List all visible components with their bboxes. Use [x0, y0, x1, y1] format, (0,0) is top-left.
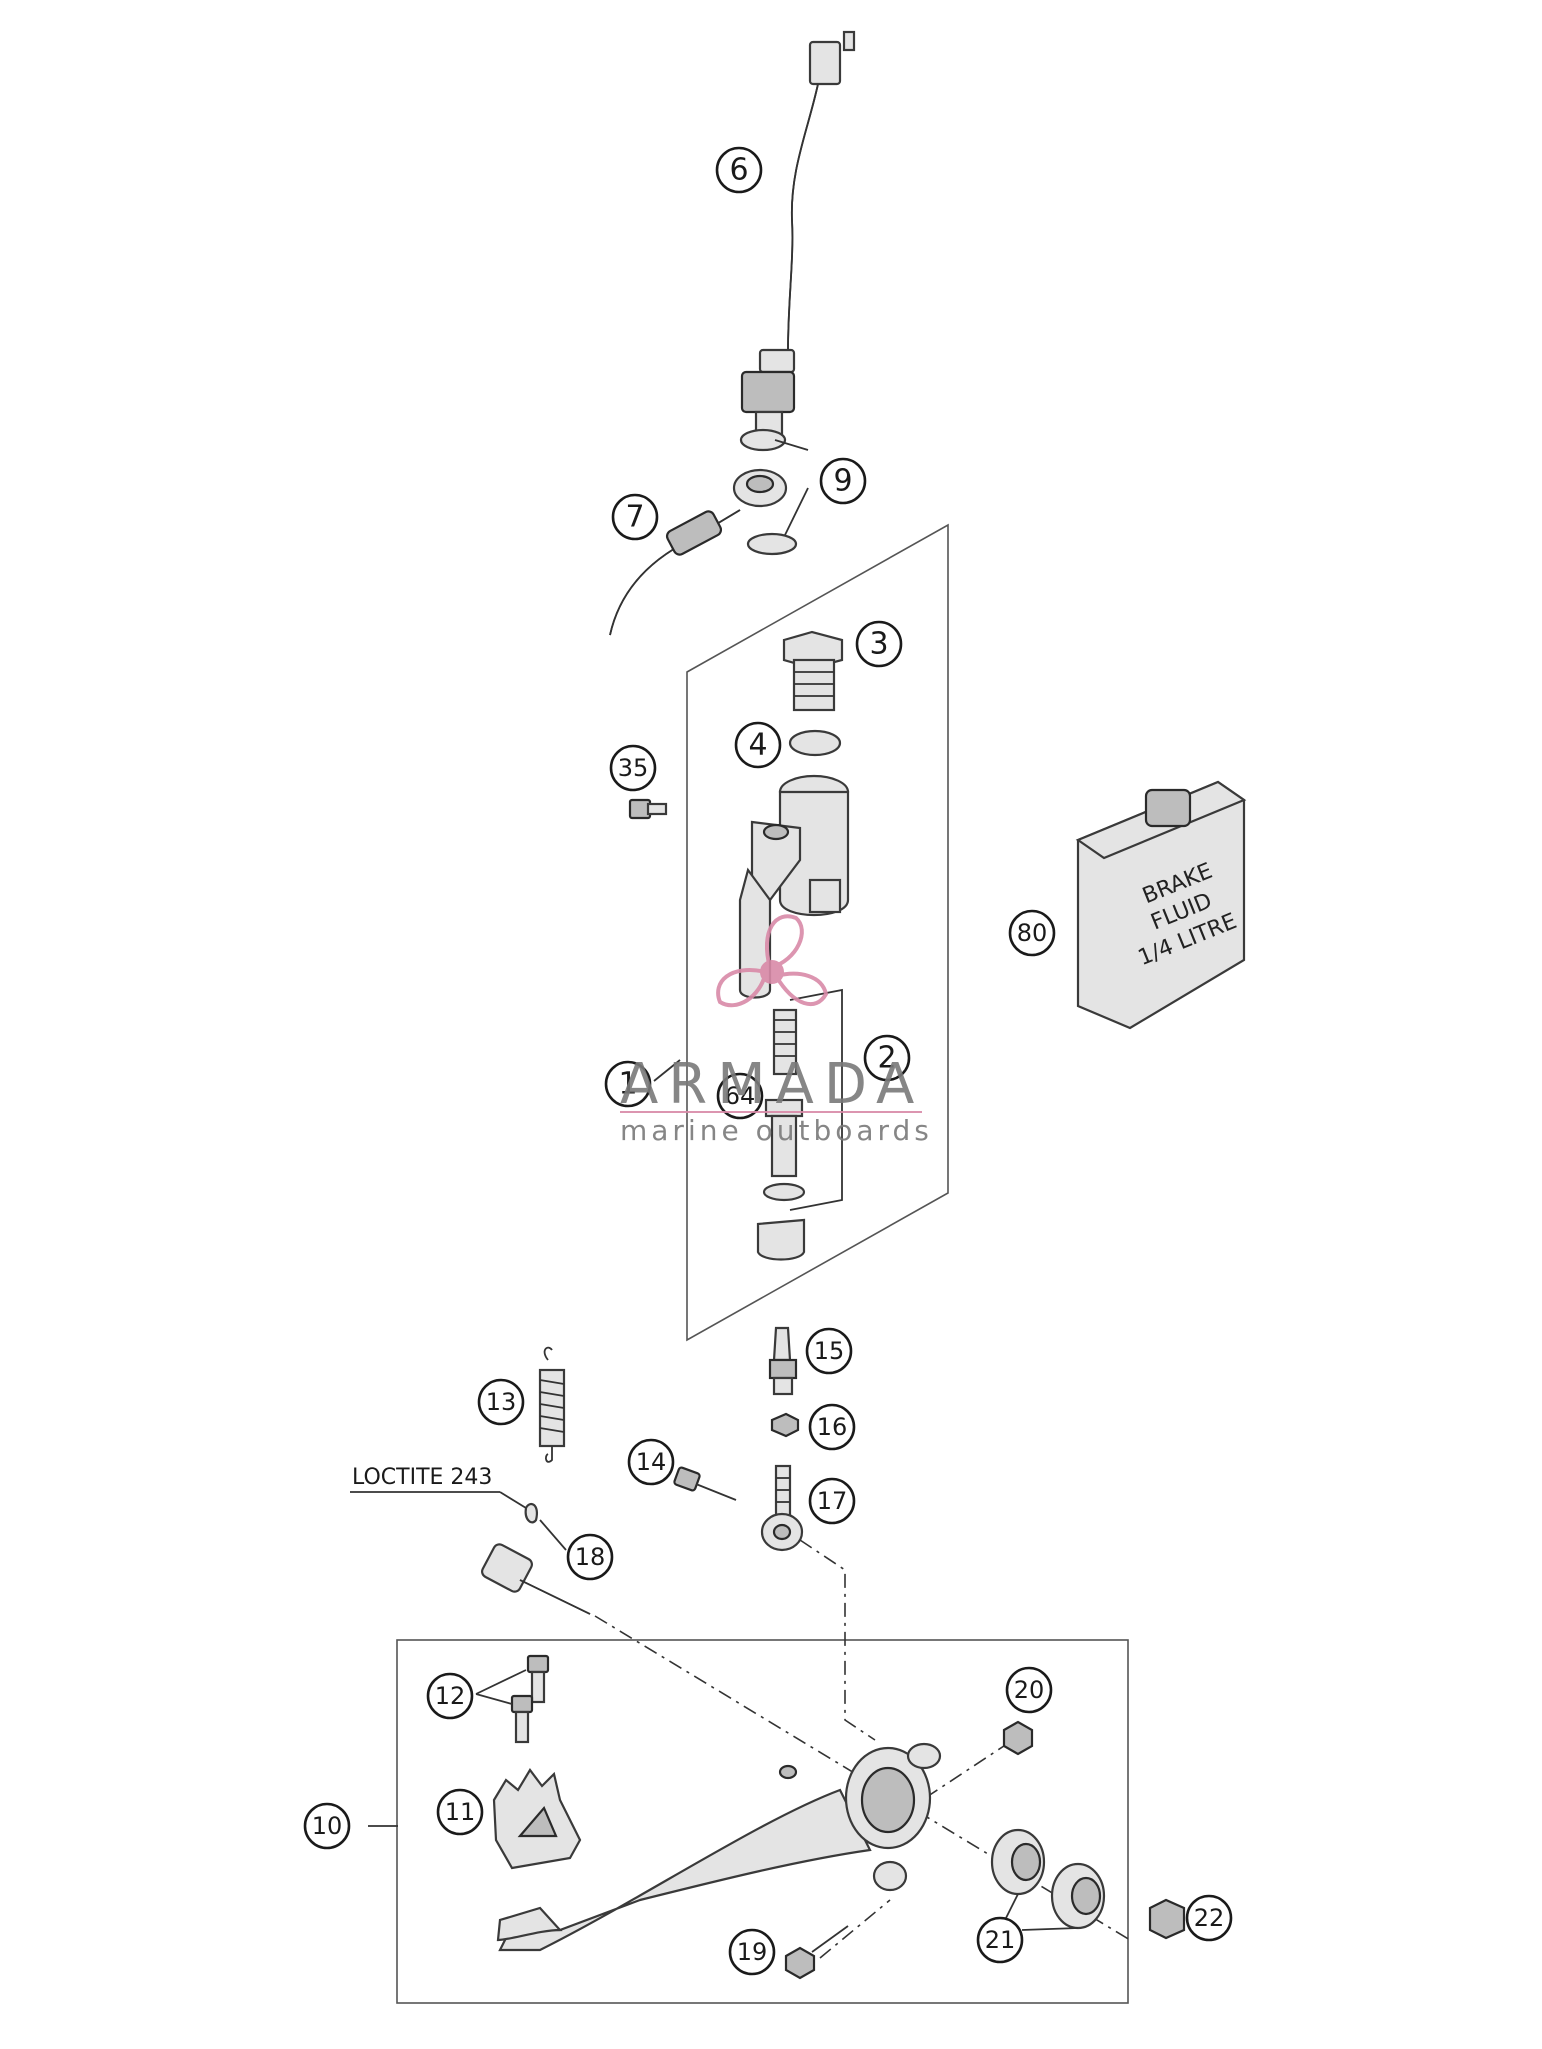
svg-text:9: 9 [833, 464, 852, 499]
svg-text:19: 19 [737, 1938, 768, 1966]
flange-nut [1002, 1720, 1034, 1756]
loctite-annotation: LOCTITE 243 [352, 1465, 492, 1490]
callout-16: 16 [808, 1403, 856, 1451]
watermark-title: ARMADA [620, 1052, 924, 1117]
callout-14: 14 [627, 1438, 675, 1486]
callout-20: 20 [1005, 1666, 1053, 1714]
foot-step [492, 1768, 582, 1870]
callout-18: 18 [566, 1533, 614, 1581]
pivot-nut [1148, 1898, 1186, 1940]
watermark-subtitle: marine outboards [620, 1114, 933, 1147]
callout-35: 35 [609, 744, 657, 792]
callout-10: 10 [303, 1802, 351, 1850]
svg-text:15: 15 [814, 1337, 845, 1365]
callout-11: 11 [436, 1788, 484, 1836]
callout-7: 7 [611, 493, 659, 541]
step-screw-lower [510, 1694, 534, 1744]
callout-3: 3 [855, 620, 903, 668]
pedal-stop-screw [784, 1925, 849, 1980]
brake-hose [609, 468, 788, 636]
push-rod [768, 1326, 798, 1396]
master-cylinder-frame [686, 523, 949, 1342]
bleeder-screw [628, 798, 668, 820]
svg-text:1: 1 [618, 1067, 637, 1102]
bearing-left [990, 1828, 1046, 1896]
callout-9: 9 [819, 457, 867, 505]
svg-text:21: 21 [985, 1926, 1016, 1954]
brake-pedal-frame [396, 1639, 1129, 2004]
washer-lower [746, 532, 798, 556]
svg-text:7: 7 [625, 500, 644, 535]
callout-2: 2 [863, 1034, 911, 1082]
svg-text:6: 6 [729, 153, 748, 188]
svg-text:22: 22 [1194, 1904, 1225, 1932]
callout-19: 19 [728, 1928, 776, 1976]
svg-text:13: 13 [486, 1388, 517, 1416]
callout-22: 22 [1185, 1894, 1233, 1942]
svg-text:2: 2 [877, 1041, 896, 1076]
callout-21: 21 [976, 1916, 1024, 1964]
armada-watermark: ARMADA marine outboards [620, 914, 933, 1147]
callout-17: 17 [808, 1477, 856, 1525]
svg-text:3: 3 [869, 627, 888, 662]
o-ring [788, 729, 842, 757]
svg-text:80: 80 [1017, 919, 1048, 947]
clevis [760, 1464, 804, 1552]
callout-15: 15 [805, 1327, 853, 1375]
propeller-logo [716, 914, 829, 1008]
callout-13: 13 [477, 1378, 525, 1426]
svg-text:20: 20 [1014, 1676, 1045, 1704]
pivot-screw [673, 1466, 737, 1501]
svg-text:17: 17 [817, 1487, 848, 1515]
svg-text:12: 12 [435, 1682, 466, 1710]
callout-6: 6 [715, 146, 763, 194]
callout-12: 12 [426, 1672, 474, 1720]
leader-lines [368, 439, 1079, 1931]
callout-64: 64 [716, 1072, 764, 1120]
svg-text:4: 4 [748, 728, 767, 763]
svg-text:35: 35 [618, 754, 649, 782]
assembly-line-clevis [799, 1539, 876, 1741]
step-screw-upper [526, 1654, 550, 1704]
callout-80: 80 [1008, 909, 1056, 957]
reservoir-cap [782, 630, 844, 712]
callout-4: 4 [734, 721, 782, 769]
master-cylinder-body [738, 774, 850, 999]
svg-text:10: 10 [312, 1812, 343, 1840]
svg-text:11: 11 [445, 1798, 476, 1826]
brake-fluid-can: BRAKE FLUID 1/4 LITRE [1075, 780, 1247, 1030]
washer-upper [739, 428, 787, 452]
brake-pedal-lever [496, 1742, 942, 1952]
lock-nut [770, 1412, 800, 1438]
callout-1: 1 [604, 1060, 652, 1108]
assembly-line-screw [819, 1899, 891, 1959]
svg-text:64: 64 [725, 1082, 756, 1110]
bearing-right [1050, 1862, 1106, 1930]
brake-light-switch [740, 30, 856, 446]
return-spring [538, 1346, 566, 1463]
svg-text:16: 16 [817, 1413, 848, 1441]
svg-text:14: 14 [636, 1448, 667, 1476]
svg-text:18: 18 [575, 1543, 606, 1571]
pedal-bolt [481, 1502, 591, 1615]
